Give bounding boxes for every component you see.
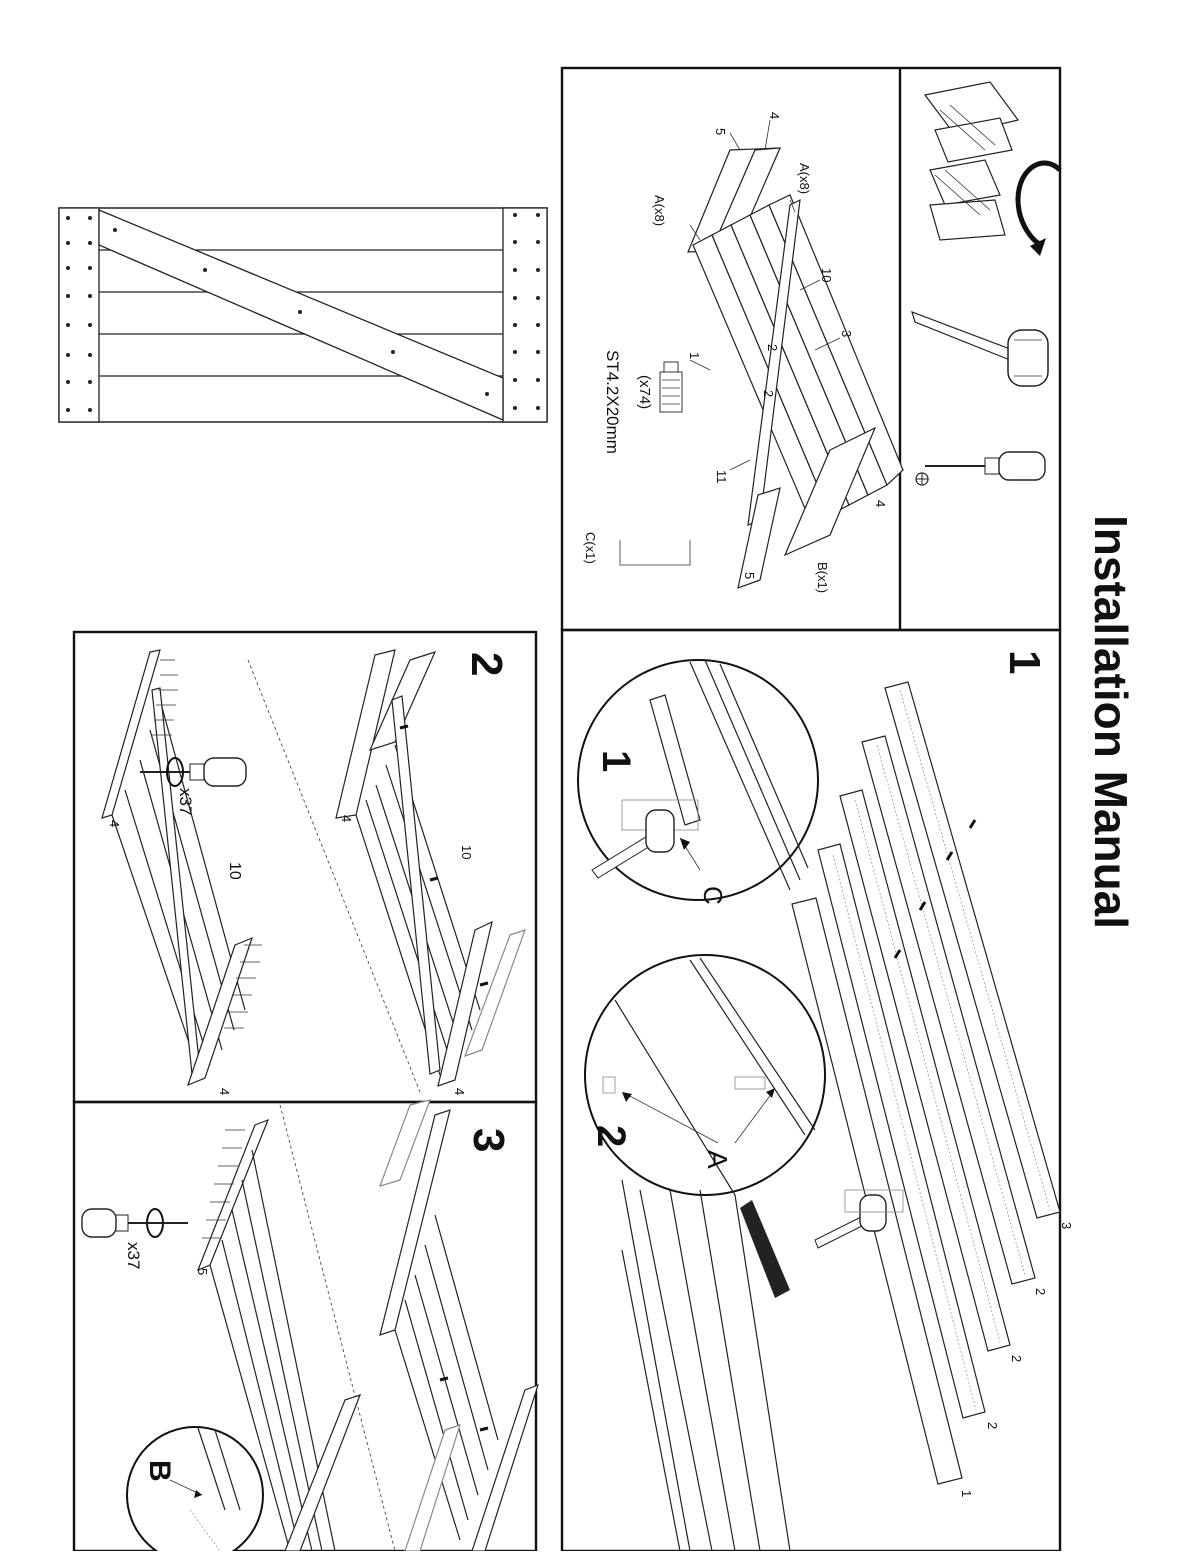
step2-label-10a: 10 [459,845,474,859]
step3-number: 3 [464,1128,513,1152]
part-label-4a: 4 [767,112,782,119]
step2-exploded-gate [335,649,526,1087]
step1-boards [791,681,1061,1485]
part-label-5b: 5 [742,572,757,579]
step3-exploded-gate [379,1099,539,1552]
screwdriver-icon [915,451,1046,486]
step1-board-label-3: 3 [1059,1222,1074,1229]
part-label-a8a: A(x8) [797,163,812,194]
mallet-icon [911,311,1049,387]
step2-assembled-gate [101,649,262,1087]
step3-label-5: 5 [195,1268,210,1275]
part-label-3: 3 [839,330,854,337]
rotate-arrow-icon [1015,160,1062,247]
step2-screwdriver-icon [140,757,247,787]
manual-title: Installation Manual [1085,515,1137,929]
step3-detail-b [126,1426,264,1556]
screw-size: ST4.2X20mm [603,350,622,454]
part-label-b1: B(x1) [815,562,830,593]
part-label-2b: 2 [761,390,776,397]
step3-screwdriver-icon [81,1208,188,1238]
step1-board-label-1: 1 [959,1490,974,1497]
step1-board-label-2b: 2 [1009,1355,1024,1362]
step1-detail-2: 2 A [584,954,826,1196]
step1-detail-1-number: 1 [594,750,638,772]
step3-assembled-gate [196,1118,362,1552]
flip-stack-icon [923,81,1020,241]
step1-detail-2-number: 2 [589,1125,633,1147]
part-label-1: 1 [687,352,702,359]
step1-partial-gate [621,1179,791,1552]
step1-mallet-icon [814,1189,904,1249]
part-label-11: 11 [714,470,729,484]
part-label-2a: 2 [765,344,780,351]
finished-gate-diagram [58,207,548,423]
step2-label-4b: 4 [452,1088,467,1095]
step1-board-label-2a: 2 [1033,1288,1048,1295]
step3-screw-count: x37 [124,1242,143,1269]
step2-label-4a: 4 [339,815,354,822]
parts-exploded-view: 5 4 A(x8) A(x8) 10 3 2 2 1 11 4 5 B(x1) … [583,112,904,593]
step2-label-4d: 4 [217,1088,232,1095]
step1-number: 1 [1000,650,1049,674]
screw-quantity: (x74) [636,375,653,409]
part-label-4b: 4 [873,500,888,507]
step1-board-label-2c: 2 [985,1422,1000,1429]
step2-label-10b: 10 [226,862,243,880]
step1-detail-1: 1 C [577,659,819,905]
step3-divider [279,1104,396,1552]
step3-detail-callout: B [143,1460,176,1482]
step2-label-4c: 4 [107,820,122,827]
bracket-c-icon [619,540,691,566]
step2-screw-count: x37 [176,788,195,815]
step1-detail-2-callout: A [702,1150,733,1169]
tools-panel [911,81,1062,486]
screw-icon [659,361,683,413]
part-label-a8b: A(x8) [652,195,667,226]
step2-number: 2 [462,652,511,676]
part-label-c1: C(x1) [583,532,598,564]
part-label-5a: 5 [713,128,728,135]
part-label-10: 10 [819,268,834,282]
step1-detail-1-callout: C [698,886,728,905]
